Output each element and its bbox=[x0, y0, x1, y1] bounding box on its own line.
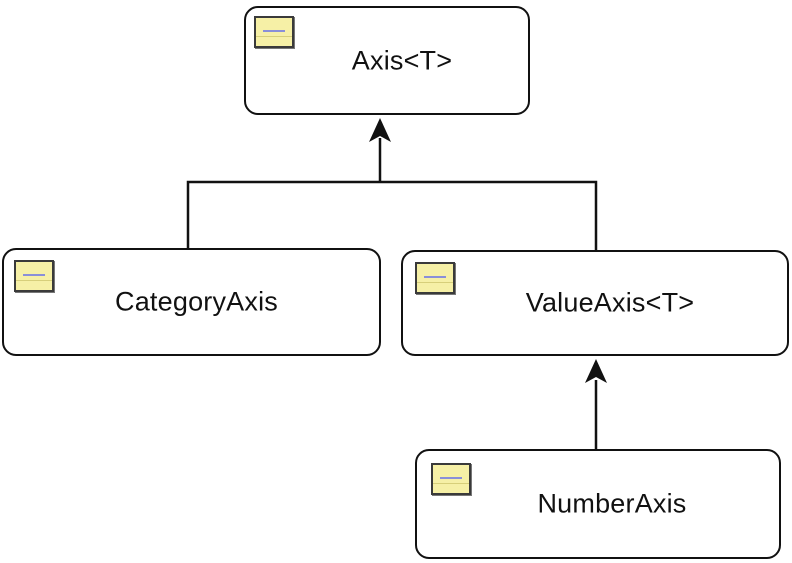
class-node-axis[interactable]: Axis<T> bbox=[244, 6, 530, 115]
class-node-label: ValueAxis<T> bbox=[525, 287, 695, 318]
class-node-label: NumberAxis bbox=[537, 488, 687, 519]
class-icon bbox=[431, 463, 471, 495]
edge-number-to-value bbox=[585, 359, 607, 449]
class-icon bbox=[14, 260, 54, 292]
edge-trunk-to-axis bbox=[369, 118, 391, 182]
edge-value-to-axis bbox=[380, 180, 598, 250]
class-node-category-axis[interactable]: CategoryAxis bbox=[2, 248, 381, 356]
class-icon bbox=[415, 262, 455, 294]
arrowhead-icon bbox=[369, 118, 391, 142]
class-node-label: Axis<T> bbox=[351, 45, 453, 75]
arrowhead-icon bbox=[585, 359, 607, 383]
class-node-value-axis[interactable]: ValueAxis<T> bbox=[401, 250, 789, 356]
class-node-number-axis[interactable]: NumberAxis bbox=[415, 449, 781, 559]
class-icon bbox=[254, 16, 294, 48]
class-node-label: CategoryAxis bbox=[115, 286, 278, 317]
edge-category-to-axis bbox=[186, 180, 380, 248]
